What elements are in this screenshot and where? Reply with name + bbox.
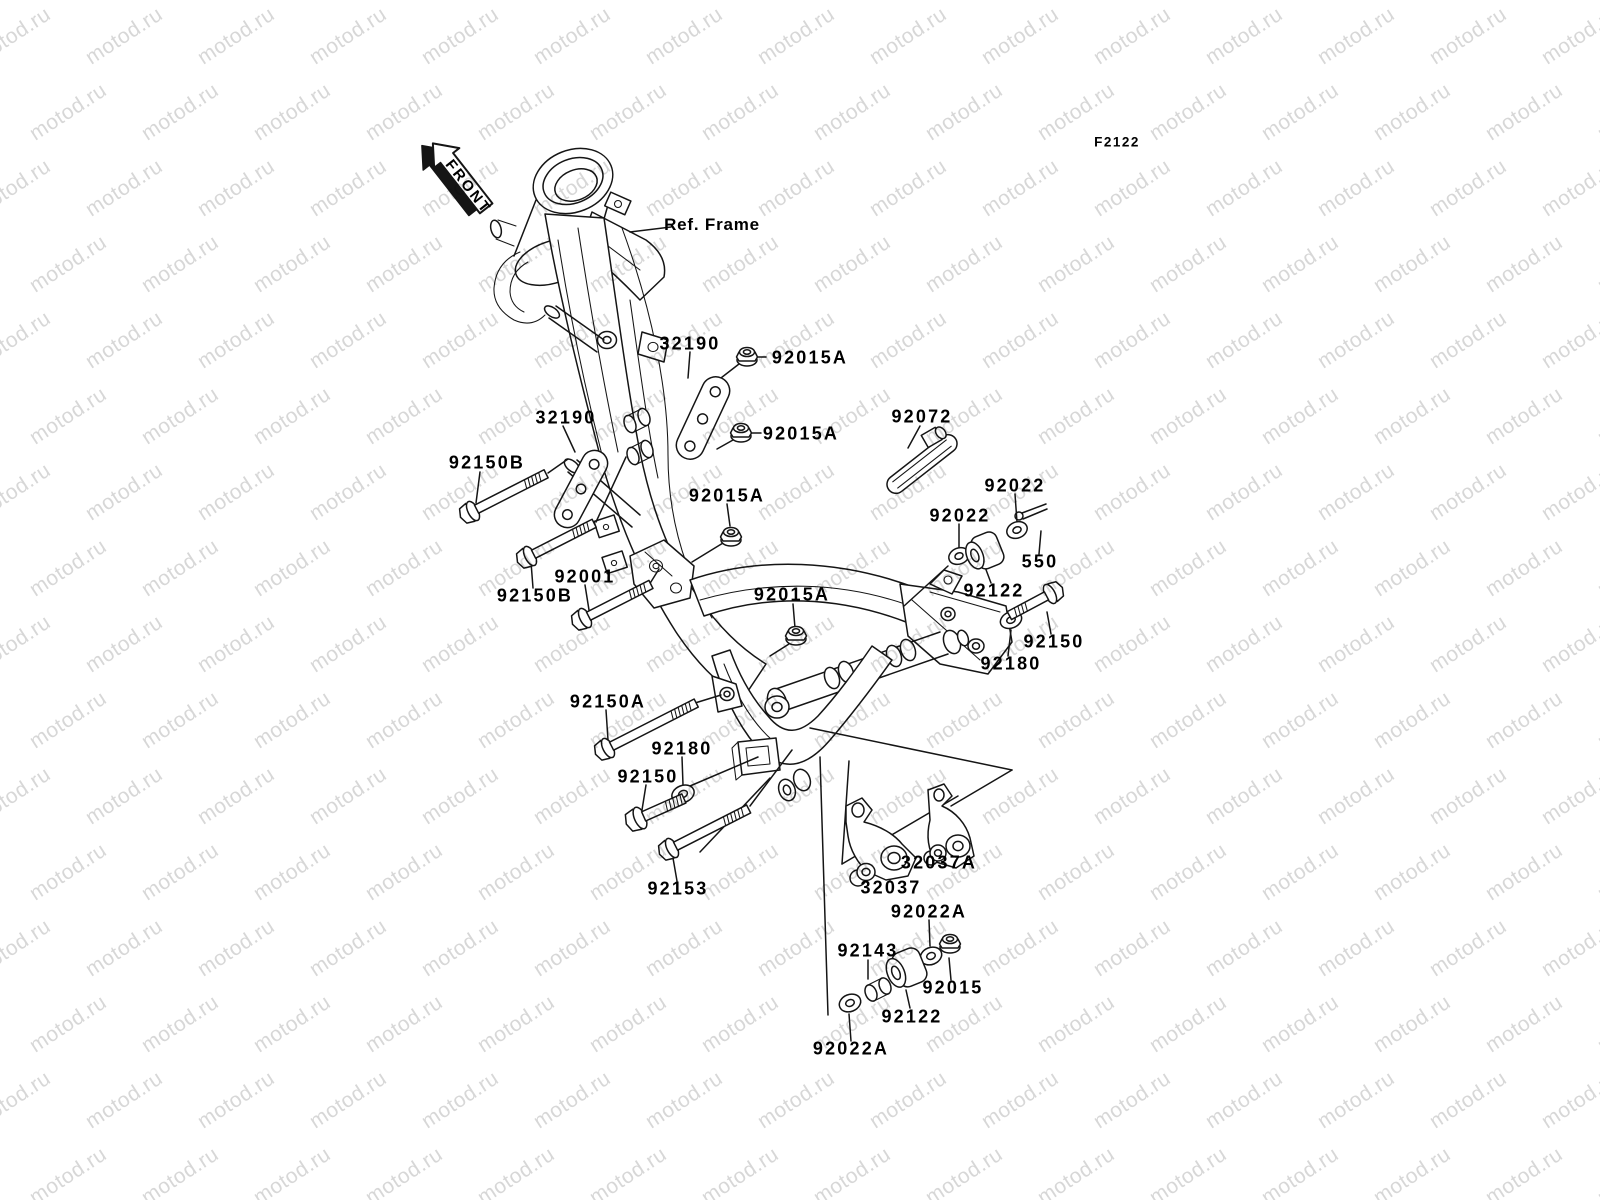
plate-32190-left — [553, 449, 609, 529]
bolt-92150a — [593, 698, 700, 761]
nut-92015a-2 — [729, 422, 753, 443]
washer-92022-right — [1006, 520, 1028, 540]
bolt-92150b-bottom — [515, 518, 597, 569]
figure-code: F2122 — [1094, 134, 1140, 150]
clamp-92072 — [886, 426, 958, 495]
nut-92015a-4 — [784, 625, 808, 646]
washer-92022a-bottom — [838, 993, 862, 1013]
front-arrow: FRONT — [421, 142, 495, 218]
bushing-92122-upper — [965, 531, 1005, 570]
plate-32190-right — [675, 376, 731, 460]
nut-92015a-1 — [735, 346, 759, 367]
bolt-92150b-top — [458, 469, 549, 524]
bracket-32037 — [845, 797, 917, 887]
nut-92015 — [938, 933, 962, 954]
frame-art — [489, 147, 1013, 802]
bolt-92001 — [570, 579, 654, 631]
collar-32190-upper — [623, 407, 651, 434]
bushing-92122-lower — [885, 947, 928, 988]
bracket-32037a — [923, 783, 975, 869]
collar-92143 — [864, 977, 892, 1002]
collar-32190-lower — [626, 439, 654, 466]
cotter-pin-550 — [1014, 503, 1048, 521]
bolt-92153 — [657, 804, 752, 861]
bolt-92150-right — [1006, 581, 1065, 621]
bolt-92150-left — [624, 793, 687, 832]
nut-92015a-3 — [719, 526, 743, 547]
